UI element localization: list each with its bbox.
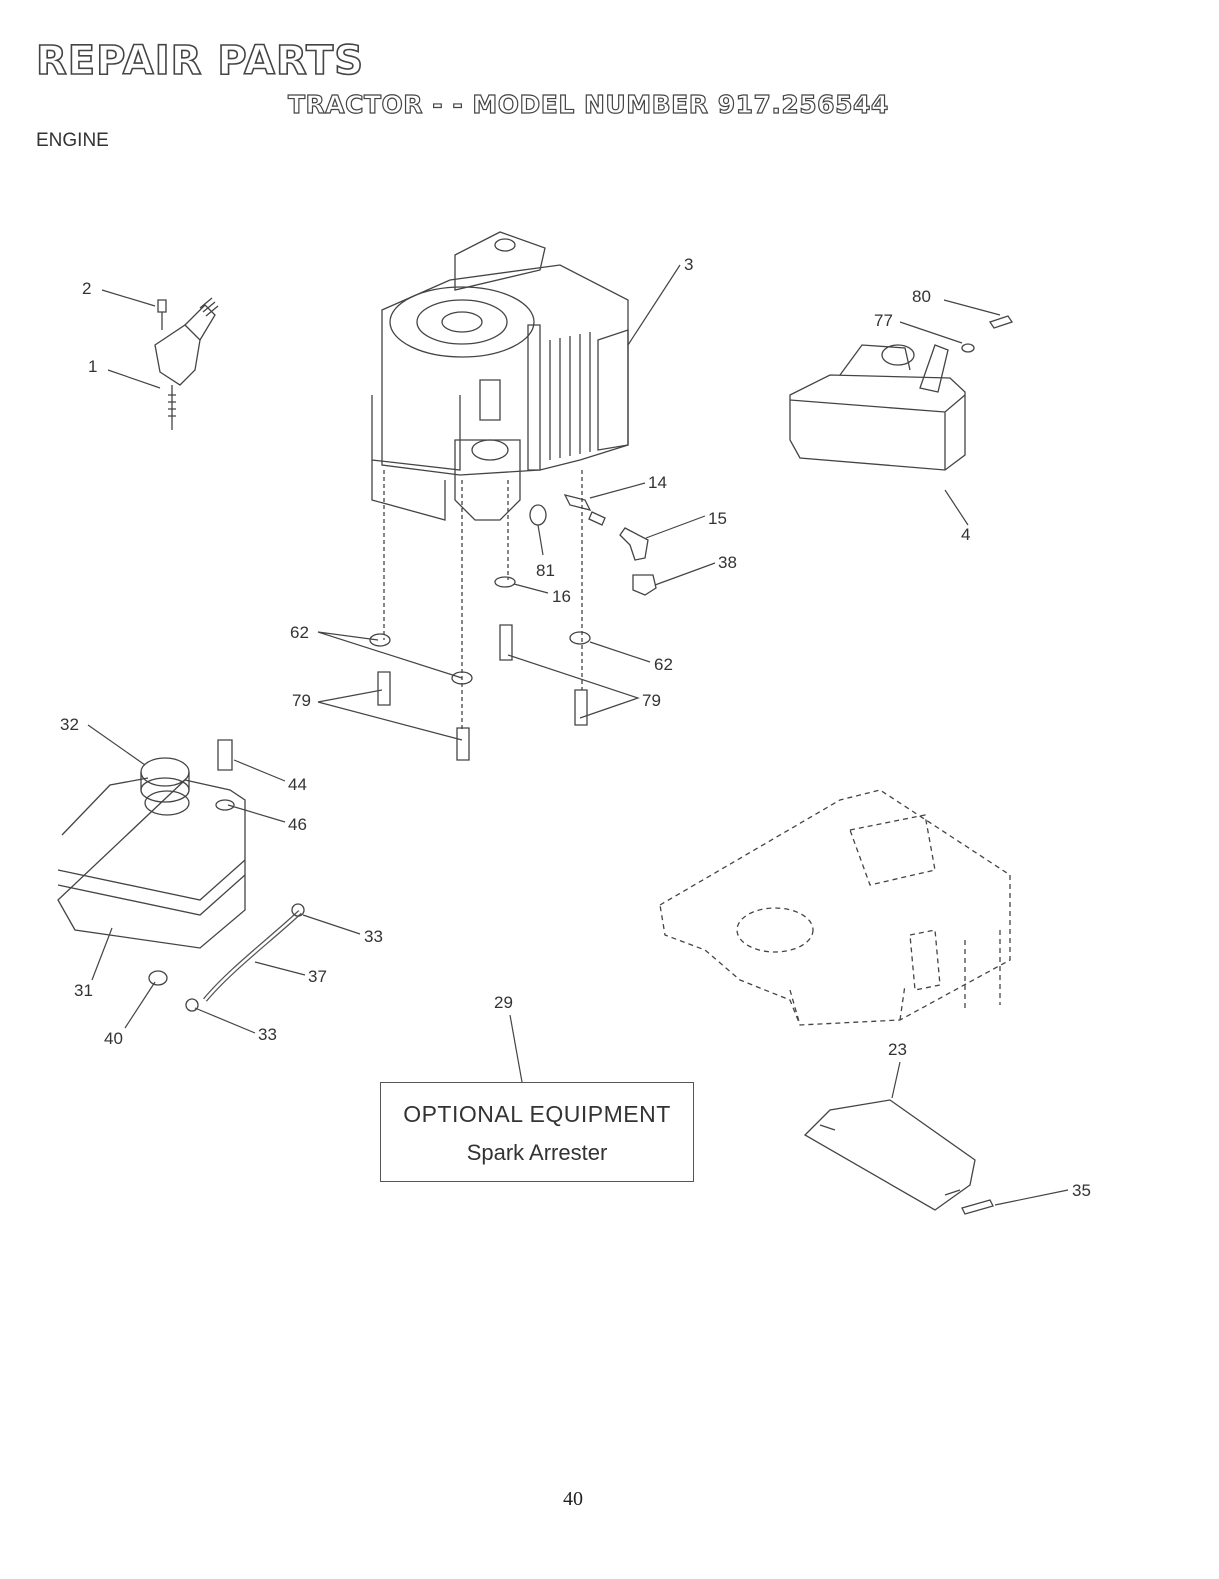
optional-equipment-box: OPTIONAL EQUIPMENT Spark Arrester xyxy=(380,1082,694,1182)
callout-33-top: 33 xyxy=(364,927,383,946)
callout-16: 16 xyxy=(552,587,571,606)
callout-38: 38 xyxy=(718,553,737,572)
callout-1: 1 xyxy=(88,357,97,376)
fuel-line-part xyxy=(186,904,304,1011)
fuel-tank-part xyxy=(58,740,245,985)
optional-equipment-title: OPTIONAL EQUIPMENT xyxy=(381,1101,693,1128)
callout-33-bottom: 33 xyxy=(258,1025,277,1044)
callout-79-right: 79 xyxy=(642,691,661,710)
page-number: 40 xyxy=(563,1488,583,1511)
spark-arrester-label: Spark Arrester xyxy=(381,1140,693,1166)
washers-and-screws xyxy=(370,470,590,760)
callout-40: 40 xyxy=(104,1029,123,1048)
callout-32: 32 xyxy=(60,715,79,734)
leader-lines xyxy=(88,265,1068,1205)
engine-part xyxy=(372,232,628,520)
callout-23: 23 xyxy=(888,1040,907,1059)
callout-14: 14 xyxy=(648,473,667,492)
callout-81: 81 xyxy=(536,561,555,580)
callout-62-left: 62 xyxy=(290,623,309,642)
callout-31: 31 xyxy=(74,981,93,1000)
callout-29: 29 xyxy=(494,993,513,1012)
callout-62-right: 62 xyxy=(654,655,673,674)
spark-arrester-part xyxy=(805,1100,993,1214)
callout-79-left: 79 xyxy=(292,691,311,710)
callout-77: 77 xyxy=(874,311,893,330)
callout-46: 46 xyxy=(288,815,307,834)
callout-4: 4 xyxy=(961,525,970,544)
callout-80: 80 xyxy=(912,287,931,306)
callout-35: 35 xyxy=(1072,1181,1091,1200)
callout-44: 44 xyxy=(288,775,307,794)
callout-labels: 2 1 3 80 77 4 14 15 38 81 16 62 62 79 79… xyxy=(60,255,1091,1200)
callout-2: 2 xyxy=(82,279,91,298)
callout-37: 37 xyxy=(308,967,327,986)
throttle-control-part xyxy=(155,298,218,430)
callout-3: 3 xyxy=(684,255,693,274)
fittings-parts xyxy=(530,495,656,595)
chassis-plate-dashed xyxy=(660,790,1010,1025)
callout-15: 15 xyxy=(708,509,727,528)
muffler-part xyxy=(790,316,1012,470)
